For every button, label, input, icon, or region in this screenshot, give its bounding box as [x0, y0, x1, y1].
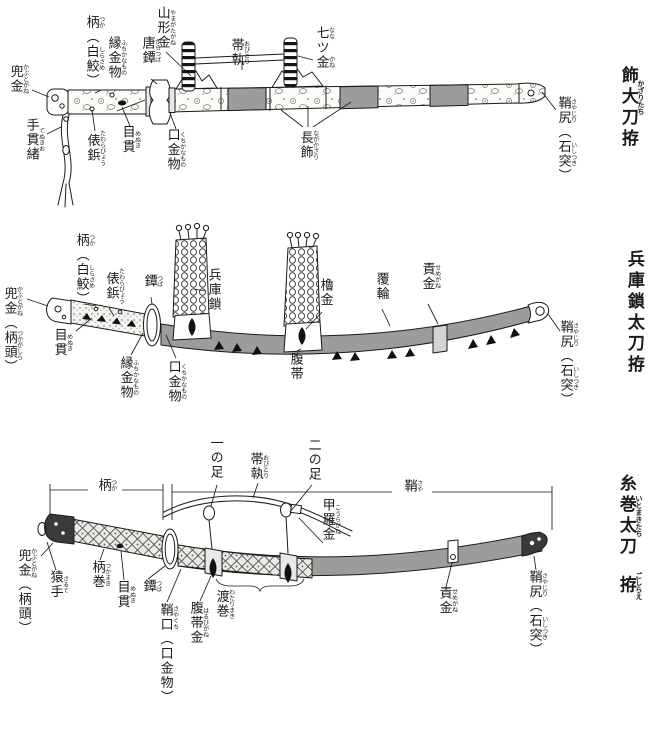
sword-1-leader-lines — [31, 51, 557, 135]
sword-3-leader-lines — [40, 482, 537, 603]
sword-1-kazaritachi — [46, 37, 546, 208]
sword-3-itomaki — [37, 484, 553, 593]
sword-2-hyogogusari — [46, 222, 550, 361]
sword-2-leader-lines — [26, 288, 561, 359]
